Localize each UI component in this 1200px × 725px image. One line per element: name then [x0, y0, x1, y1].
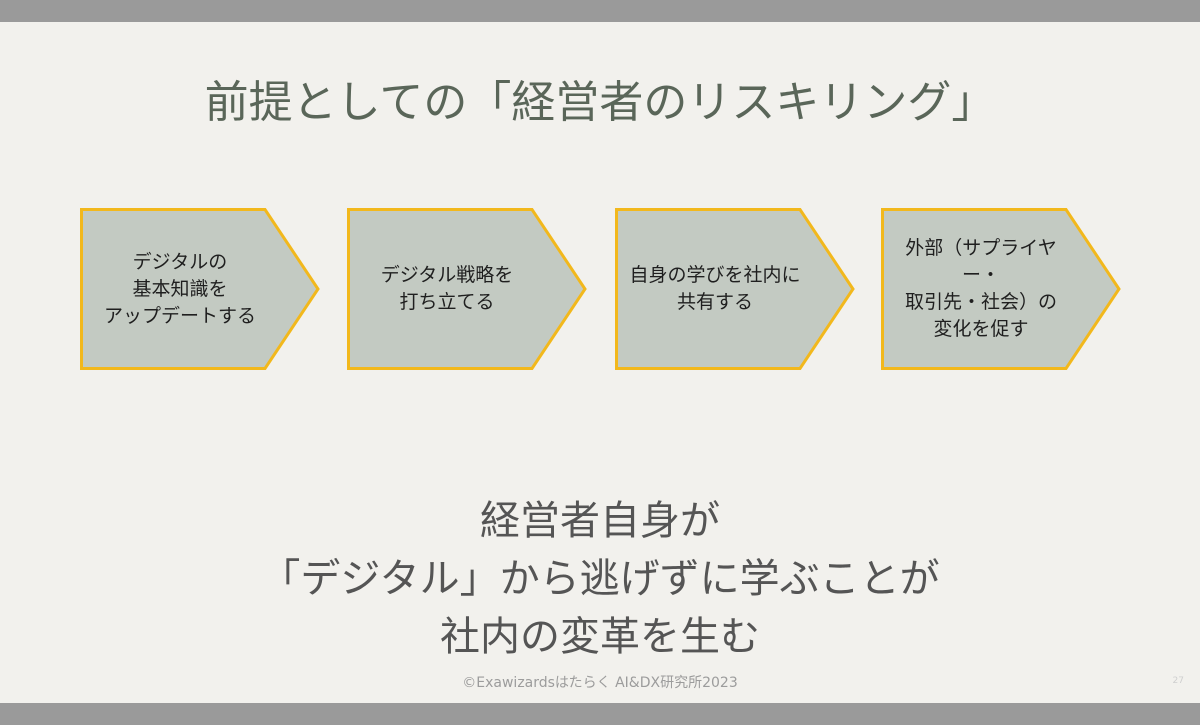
- step-2: デジタル戦略を 打ち立てる: [347, 208, 587, 370]
- step-label: デジタルの 基本知識を アップデートする: [103, 250, 256, 327]
- step-4: 外部（サプライヤー・ 取引先・社会）の 変化を促す: [881, 208, 1121, 370]
- chevron-shape: [347, 208, 587, 370]
- bottom-band: [0, 703, 1200, 725]
- step-label: デジタル戦略を 打ち立てる: [380, 264, 514, 313]
- chevron-shape: [615, 208, 855, 370]
- chevron-shape: [881, 208, 1121, 370]
- conclusion-line-2: 「デジタル」から逃げずに学ぶことが: [260, 556, 940, 602]
- conclusion-text: 経営者自身が 「デジタル」から逃げずに学ぶことが 社内の変革を生む: [0, 492, 1200, 666]
- chevron-shape: [80, 208, 320, 370]
- step-label: 外部（サプライヤー・ 取引先・社会）の 変化を促す: [904, 237, 1057, 340]
- page-number: 27: [1172, 676, 1184, 686]
- step-label: 自身の学びを社内に 共有する: [629, 264, 801, 313]
- step-1: デジタルの 基本知識を アップデートする: [80, 208, 320, 370]
- conclusion-line-1: 経営者自身が: [480, 498, 720, 544]
- slide-title: 前提としての「経営者のリスキリング」: [204, 77, 996, 128]
- step-3: 自身の学びを社内に 共有する: [615, 208, 855, 370]
- copyright-footer: ©Exawizardsはたらく AI&DX研究所2023: [462, 675, 738, 691]
- conclusion-line-3: 社内の変革を生む: [440, 614, 760, 660]
- top-band: [0, 0, 1200, 22]
